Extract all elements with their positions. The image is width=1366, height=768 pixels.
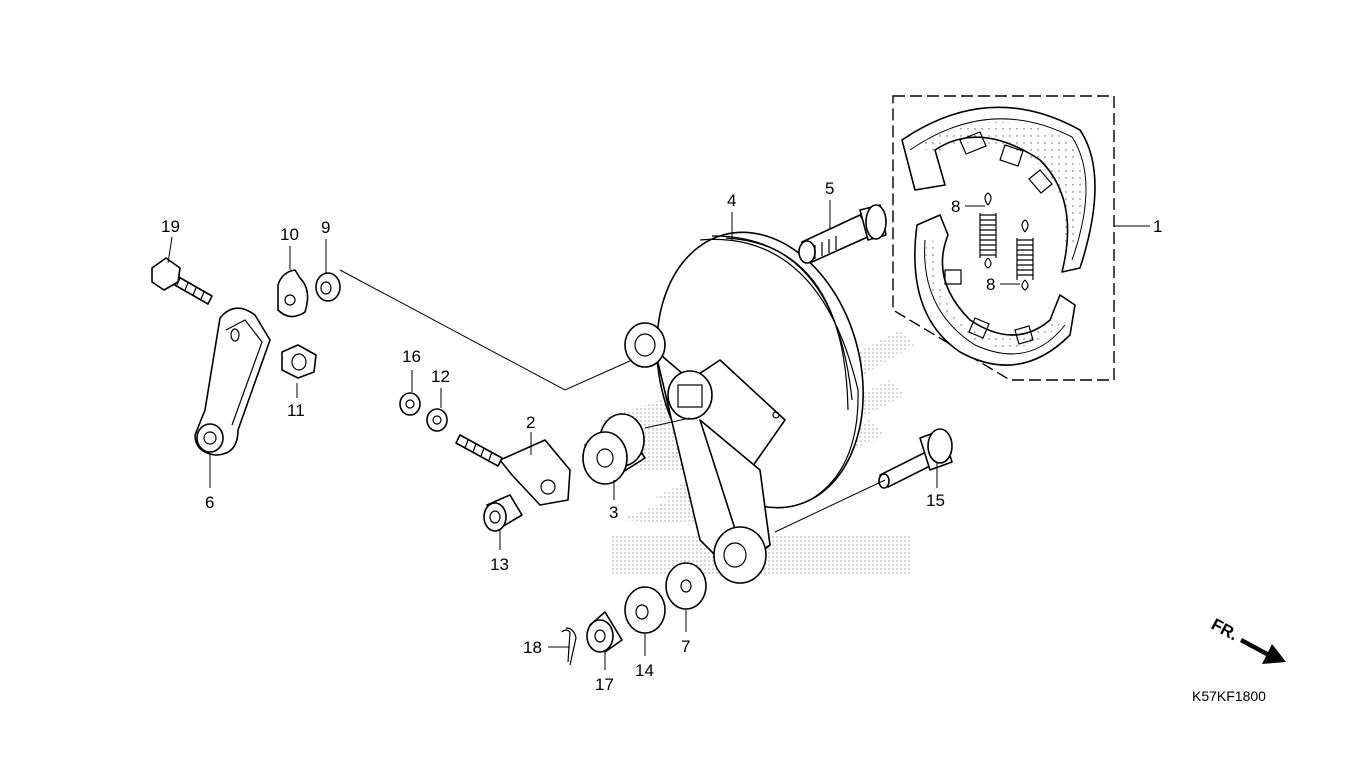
callout-8-upper: 8	[951, 197, 960, 216]
brake-cam	[798, 204, 887, 264]
brake-shoe-upper	[901, 106, 1096, 273]
callout-15: 15	[926, 491, 945, 510]
callout-19: 19	[161, 217, 180, 236]
cotter-pin-18	[561, 627, 577, 666]
washer-7	[665, 562, 707, 610]
callout-16: 16	[402, 347, 421, 366]
brake-shoe-lower	[914, 214, 1076, 366]
bolt-15	[878, 428, 953, 489]
callout-7: 7	[681, 637, 690, 656]
torque-link-6	[194, 307, 271, 456]
brake-shoe-box	[892, 95, 1150, 381]
nut-12	[426, 408, 448, 432]
callout-labels: 1 2 3 4 5 6 7 8 8 9 10 11 12 13 14 15 16…	[161, 179, 1162, 694]
front-direction-indicator: FR.	[1208, 615, 1286, 664]
front-direction-label: FR.	[1208, 615, 1241, 645]
callout-12: 12	[431, 367, 450, 386]
brake-panel	[624, 231, 864, 584]
bolt-19	[151, 257, 213, 305]
callout-10: 10	[280, 225, 299, 244]
washer-9	[315, 272, 341, 302]
nut-16	[399, 392, 421, 416]
callout-11: 11	[287, 401, 305, 420]
plate-10	[277, 269, 309, 318]
leader-lines	[167, 200, 1020, 670]
collar-17	[586, 611, 623, 653]
nut-11	[281, 344, 317, 379]
collar-3	[582, 413, 646, 485]
callout-9: 9	[321, 218, 330, 237]
callout-8-lower: 8	[986, 275, 995, 294]
spring-right	[1016, 219, 1034, 291]
callout-4: 4	[727, 191, 736, 210]
callout-13: 13	[490, 555, 509, 574]
callout-18: 18	[523, 638, 542, 657]
callout-14: 14	[635, 661, 654, 680]
front-arrow-icon	[1240, 638, 1286, 664]
callout-5: 5	[825, 179, 834, 198]
stopper-arm-2	[455, 434, 571, 506]
callout-1: 1	[1153, 217, 1162, 236]
washer-14	[624, 586, 666, 634]
nut-13	[483, 494, 523, 532]
callout-17: 17	[595, 675, 614, 694]
diagram-code: K57KF1800	[1192, 688, 1266, 704]
callout-2: 2	[526, 413, 535, 432]
spring-left	[979, 192, 997, 269]
callout-3: 3	[609, 503, 618, 522]
callout-6: 6	[205, 493, 214, 512]
